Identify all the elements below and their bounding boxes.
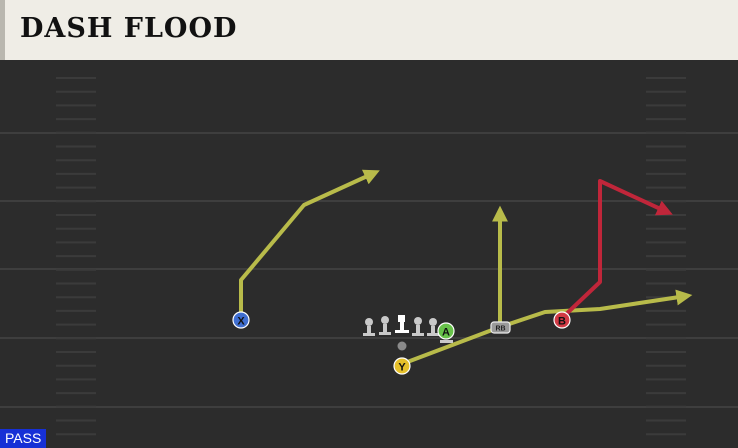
play-field: RB X A Y B bbox=[0, 60, 738, 448]
yard-lines bbox=[0, 132, 738, 408]
quarterback-icon bbox=[397, 341, 407, 351]
offensive-line bbox=[363, 315, 453, 343]
player-y-label: Y bbox=[398, 362, 406, 374]
field-turf bbox=[0, 60, 738, 448]
lineman-icon bbox=[363, 318, 375, 336]
player-y-marker bbox=[393, 357, 411, 375]
player-a-marker bbox=[437, 322, 455, 340]
hash-marks-left bbox=[56, 77, 96, 436]
player-a-label: A bbox=[442, 327, 450, 339]
play-title-bar: DASH FLOOD bbox=[0, 0, 738, 60]
lineman-icon bbox=[379, 316, 391, 335]
hash-marks-right bbox=[646, 77, 686, 436]
player-b-label: B bbox=[558, 316, 566, 328]
play-type-badge: PASS bbox=[0, 429, 47, 448]
lineman-icon bbox=[412, 317, 424, 336]
player-x[interactable]: X bbox=[232, 311, 250, 329]
player-b[interactable]: B bbox=[553, 311, 571, 329]
player-rb[interactable]: RB bbox=[490, 321, 511, 334]
tight-end-stance-icon bbox=[440, 340, 453, 343]
center-icon bbox=[395, 315, 409, 333]
title-accent-strip bbox=[0, 0, 5, 60]
play-title: DASH FLOOD bbox=[20, 13, 238, 44]
player-b-marker bbox=[553, 311, 571, 329]
player-x-marker bbox=[232, 311, 250, 329]
lineman-icon bbox=[427, 318, 439, 336]
rb-marker bbox=[490, 321, 511, 334]
player-x-label: X bbox=[237, 316, 245, 328]
player-rb-label: RB bbox=[495, 326, 505, 333]
route-b-read bbox=[560, 179, 673, 320]
player-a[interactable]: A bbox=[437, 322, 455, 340]
route-x-corner bbox=[239, 169, 380, 320]
player-y[interactable]: Y bbox=[393, 357, 411, 375]
route-y-drag bbox=[400, 289, 693, 366]
